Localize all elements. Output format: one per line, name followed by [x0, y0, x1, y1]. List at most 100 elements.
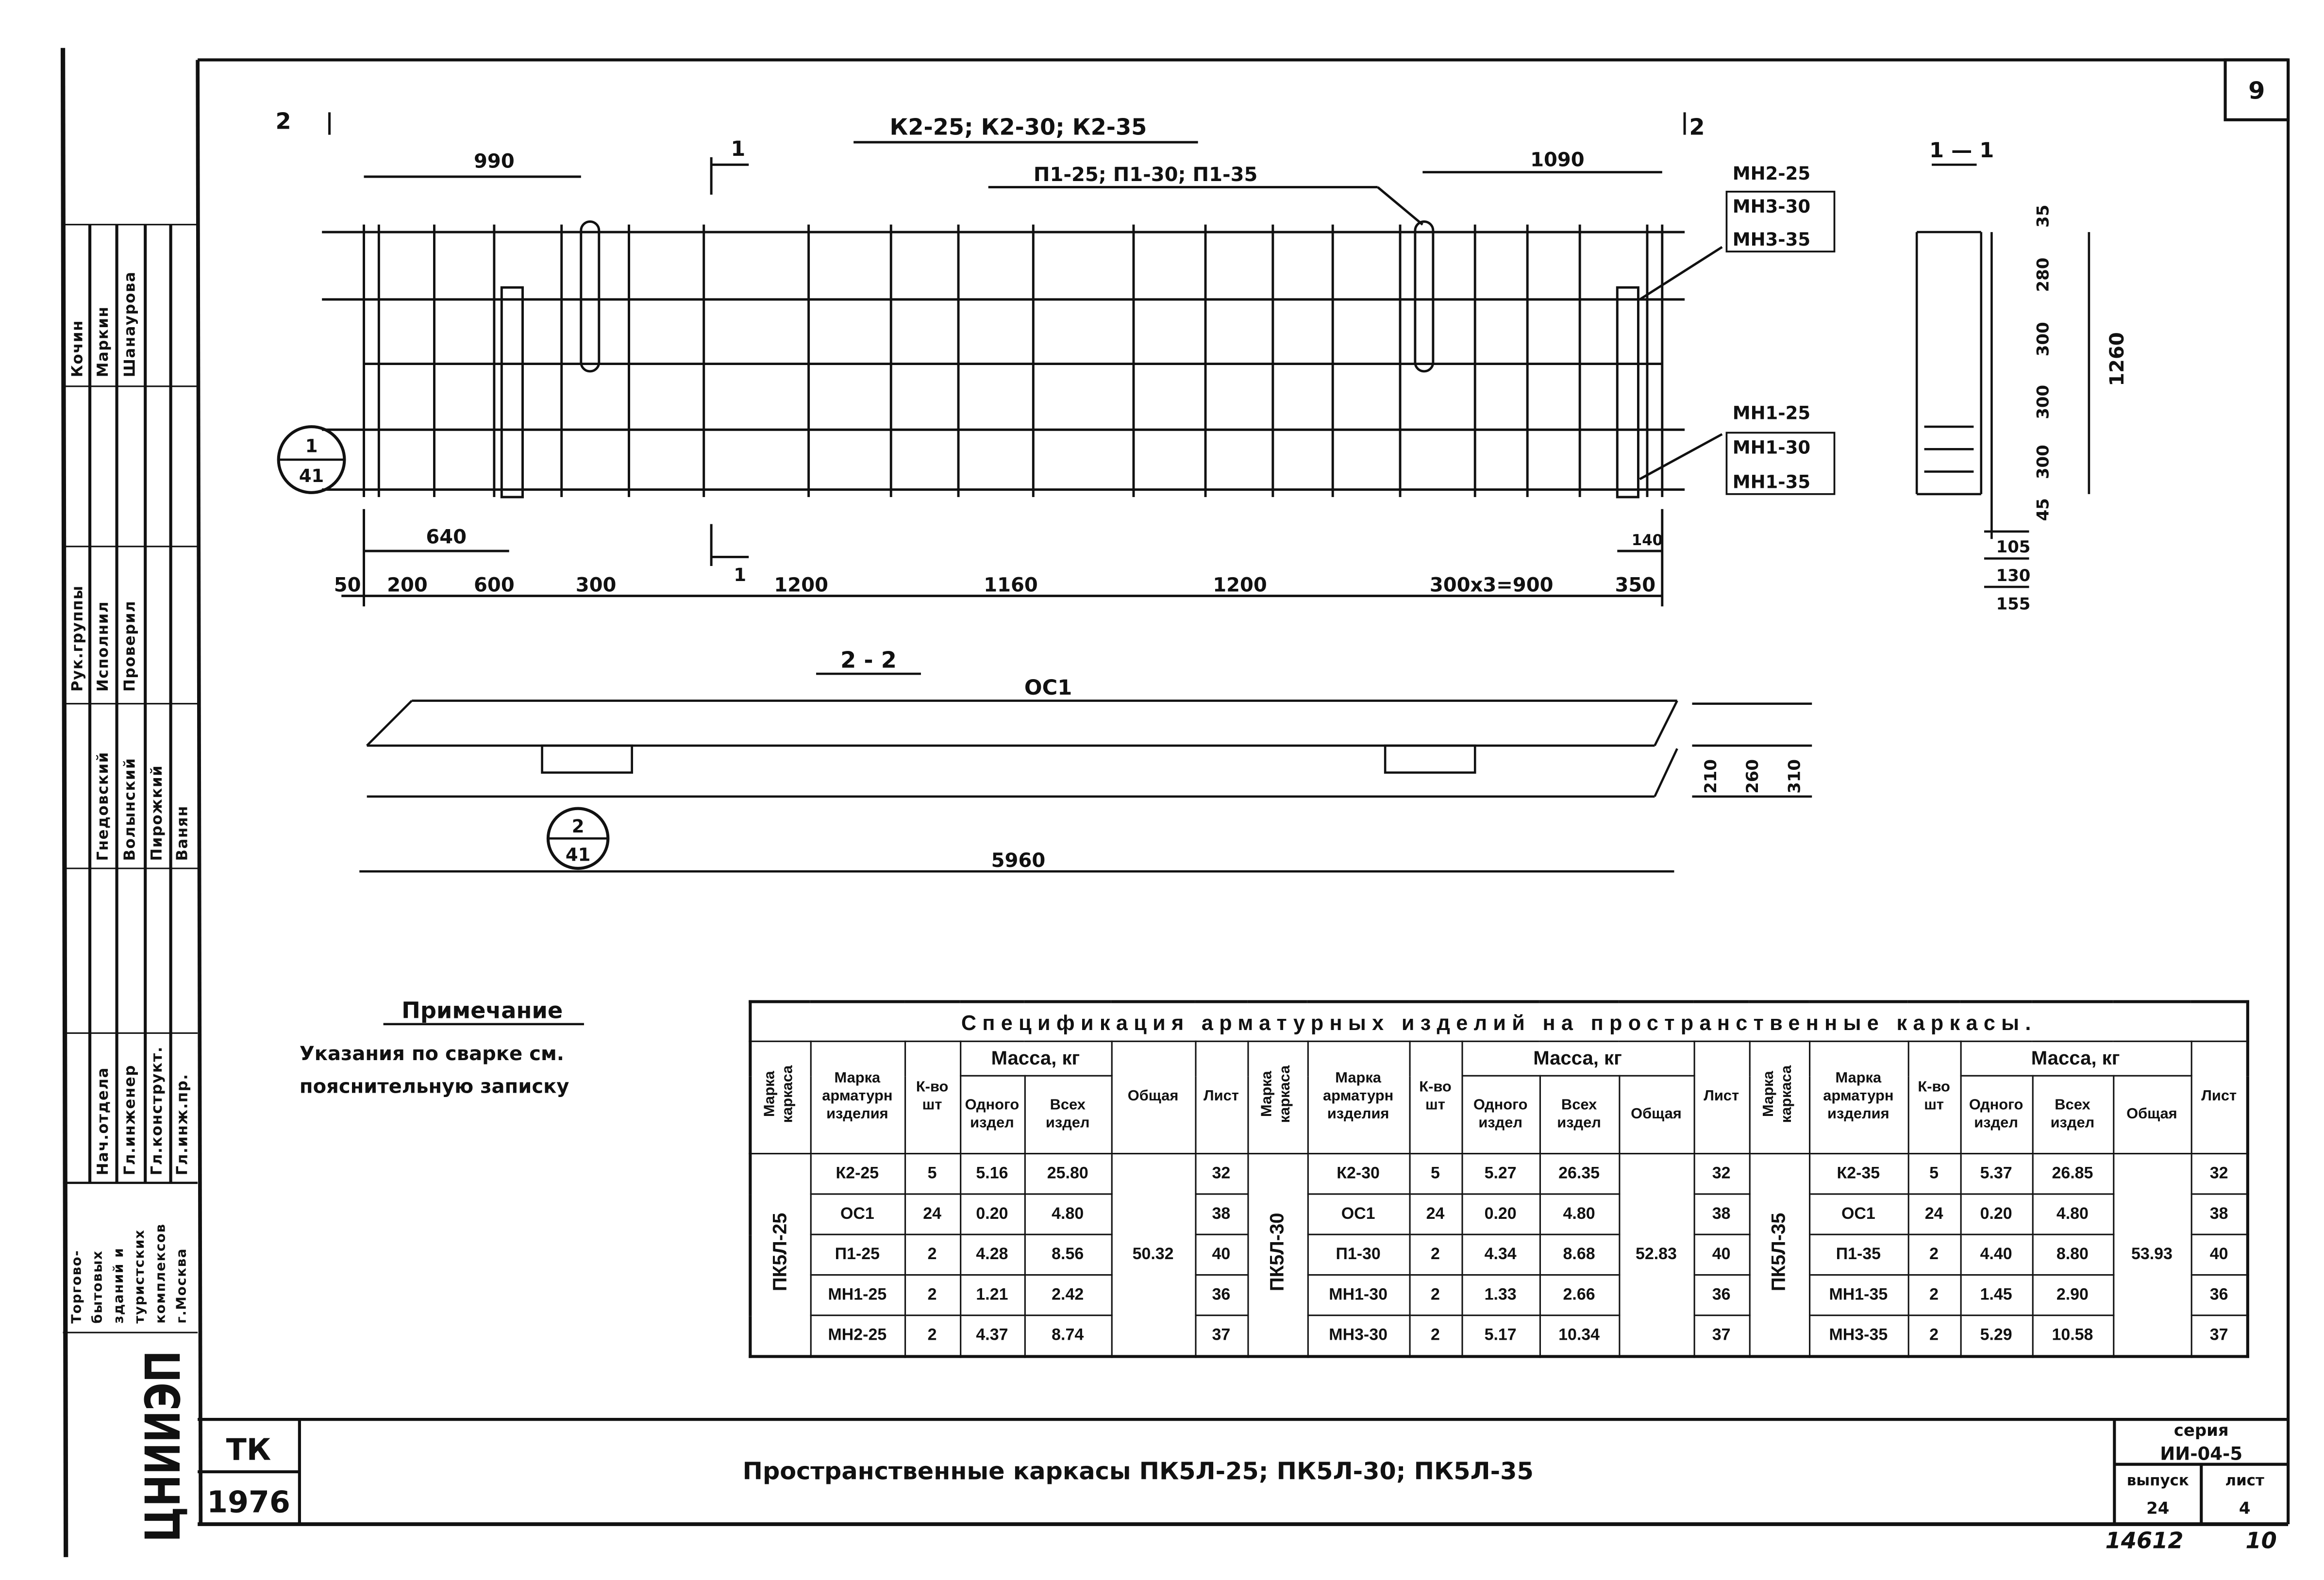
mass-one: 4.37 [959, 1314, 1025, 1358]
qty-text: 2 [927, 1246, 937, 1264]
dim-total: 1260 [2106, 332, 2128, 386]
dim: 350 [1615, 574, 1655, 596]
stamp-org: бытовых [91, 1250, 106, 1324]
sheet-ref-text: 40 [1212, 1246, 1231, 1264]
item-mark-text: К2-25 [836, 1164, 879, 1183]
section-mark-1-bottom: 1 [734, 565, 746, 585]
mass-one: 5.16 [959, 1153, 1025, 1195]
header-all-line: издел [2050, 1114, 2095, 1131]
sheet-ref-text: 36 [1712, 1286, 1731, 1304]
mass-all-text: 2.42 [1052, 1286, 1084, 1304]
mesh-label: МН1-35 [1733, 472, 1810, 493]
item-mark: ОС1 [809, 1193, 905, 1235]
item-mark: МН1-35 [1808, 1274, 1909, 1316]
sheet-ref: 32 [2190, 1153, 2249, 1195]
sheet-frame [60, 48, 2290, 1557]
sheet-number: 9 [2248, 77, 2265, 105]
header-total: Общая [2112, 1075, 2192, 1155]
header-item-mark-line: изделия [1327, 1106, 1389, 1123]
item-mark: МН2-25 [809, 1314, 905, 1358]
section-1-1-dims: 35 280 300 300 300 45 1260 105 130 155 [1996, 205, 2128, 614]
qty-text: 2 [1431, 1326, 1440, 1345]
sheet-ref: 32 [1194, 1153, 1248, 1195]
sheet-ref: 38 [2190, 1193, 2249, 1235]
stamp-name: Маркин [96, 306, 113, 378]
section-2-2-heights: 210 260 310 [1701, 759, 1804, 794]
mass-all: 26.35 [1538, 1153, 1620, 1195]
mass-one-text: 5.17 [1484, 1326, 1517, 1345]
item-mark-text: ОС1 [1841, 1205, 1875, 1224]
dim: 1200 [774, 574, 828, 596]
qty-text: 5 [1431, 1164, 1440, 1183]
sheet-ref: 36 [1194, 1274, 1248, 1316]
mass-one-text: 1.45 [1980, 1286, 2012, 1304]
sheet-ref: 37 [2190, 1314, 2249, 1358]
qty: 24 [903, 1193, 961, 1235]
mass-one-text: 5.37 [1980, 1164, 2012, 1183]
sheet-ref: 36 [2190, 1274, 2249, 1316]
item-mark-text: МН1-35 [1829, 1286, 1888, 1304]
dim: 210 [1701, 759, 1720, 794]
qty: 2 [1907, 1314, 1961, 1358]
mass-one: 4.40 [1959, 1233, 2033, 1276]
item-mark-text: МН1-25 [828, 1286, 887, 1304]
sheet-ref: 37 [1693, 1314, 1750, 1358]
mass-one-text: 0.20 [1484, 1205, 1517, 1224]
mass-all: 4.80 [2031, 1193, 2114, 1235]
mass-one-text: 4.37 [976, 1326, 1008, 1345]
qty: 2 [1907, 1274, 1961, 1316]
sheet-value: 4 [2239, 1498, 2251, 1517]
loop-right [1414, 220, 1435, 373]
mass-all: 2.66 [1538, 1274, 1620, 1316]
mass-one: 0.20 [959, 1193, 1025, 1235]
mass-all: 8.56 [1023, 1233, 1112, 1276]
item-mark-text: ОС1 [840, 1205, 874, 1224]
header-one-line: издел [1974, 1114, 2018, 1131]
sheet-ref-text: 36 [2209, 1286, 2228, 1304]
frame-mark: ПК5Л-25 [749, 1153, 811, 1358]
header-frame-mark-text: Марка каркаса [762, 1065, 797, 1124]
header-item-mark-line: Марка [834, 1070, 881, 1087]
sheet-ref: 40 [1693, 1233, 1750, 1276]
mass-all: 10.34 [1538, 1314, 1620, 1358]
mass-all-text: 10.34 [1558, 1326, 1600, 1345]
header-one-line: Одного [965, 1097, 1020, 1114]
mass-all-text: 8.80 [2056, 1246, 2089, 1264]
mass-all: 8.68 [1538, 1233, 1620, 1276]
note-text-1: Указания по сварке см. [300, 1043, 564, 1065]
dim: 300 [2034, 385, 2053, 419]
header-sheet: Лист [1194, 1040, 1248, 1155]
qty: 5 [1907, 1153, 1961, 1195]
bar-label-oc1: ОС1 [1024, 676, 1072, 700]
header-qty-line: К-во [1918, 1079, 1950, 1096]
series-value: ИИ-04-5 [2160, 1443, 2242, 1464]
header-frame-mark-text: Марка каркаса [1259, 1065, 1294, 1124]
mass-all-text: 8.56 [1052, 1246, 1084, 1264]
sheet-ref-text: 37 [2209, 1326, 2228, 1345]
title-code: ТК [226, 1432, 271, 1467]
mass-all: 2.90 [2031, 1274, 2114, 1316]
ciniiep-logo: ЦНИИЭП [135, 1350, 191, 1542]
mesh-label: МН3-30 [1733, 196, 1810, 217]
loop-left [580, 220, 601, 373]
sheet-label: лист [2225, 1472, 2264, 1489]
header-all-line: Всех [1050, 1097, 1086, 1114]
qty-text: 2 [1929, 1326, 1939, 1345]
mass-all: 10.58 [2031, 1314, 2114, 1358]
qty: 5 [903, 1153, 961, 1195]
qty-text: 2 [927, 1286, 937, 1304]
header-mass-text: Масса, кг [991, 1047, 1080, 1069]
sheet-ref-text: 37 [1712, 1326, 1731, 1345]
header-mass: Масса, кг [1959, 1040, 2192, 1077]
mass-total-text: 52.83 [1635, 1246, 1677, 1264]
header-qty-line: шт [1924, 1097, 1944, 1114]
header-mass: Масса, кг [959, 1040, 1112, 1077]
mass-all-text: 4.80 [2056, 1205, 2089, 1224]
dim: 300х3=900 [1430, 574, 1554, 596]
header-item-mark-line: изделия [1827, 1106, 1889, 1123]
stamp-name: Гнедовский [96, 751, 113, 861]
